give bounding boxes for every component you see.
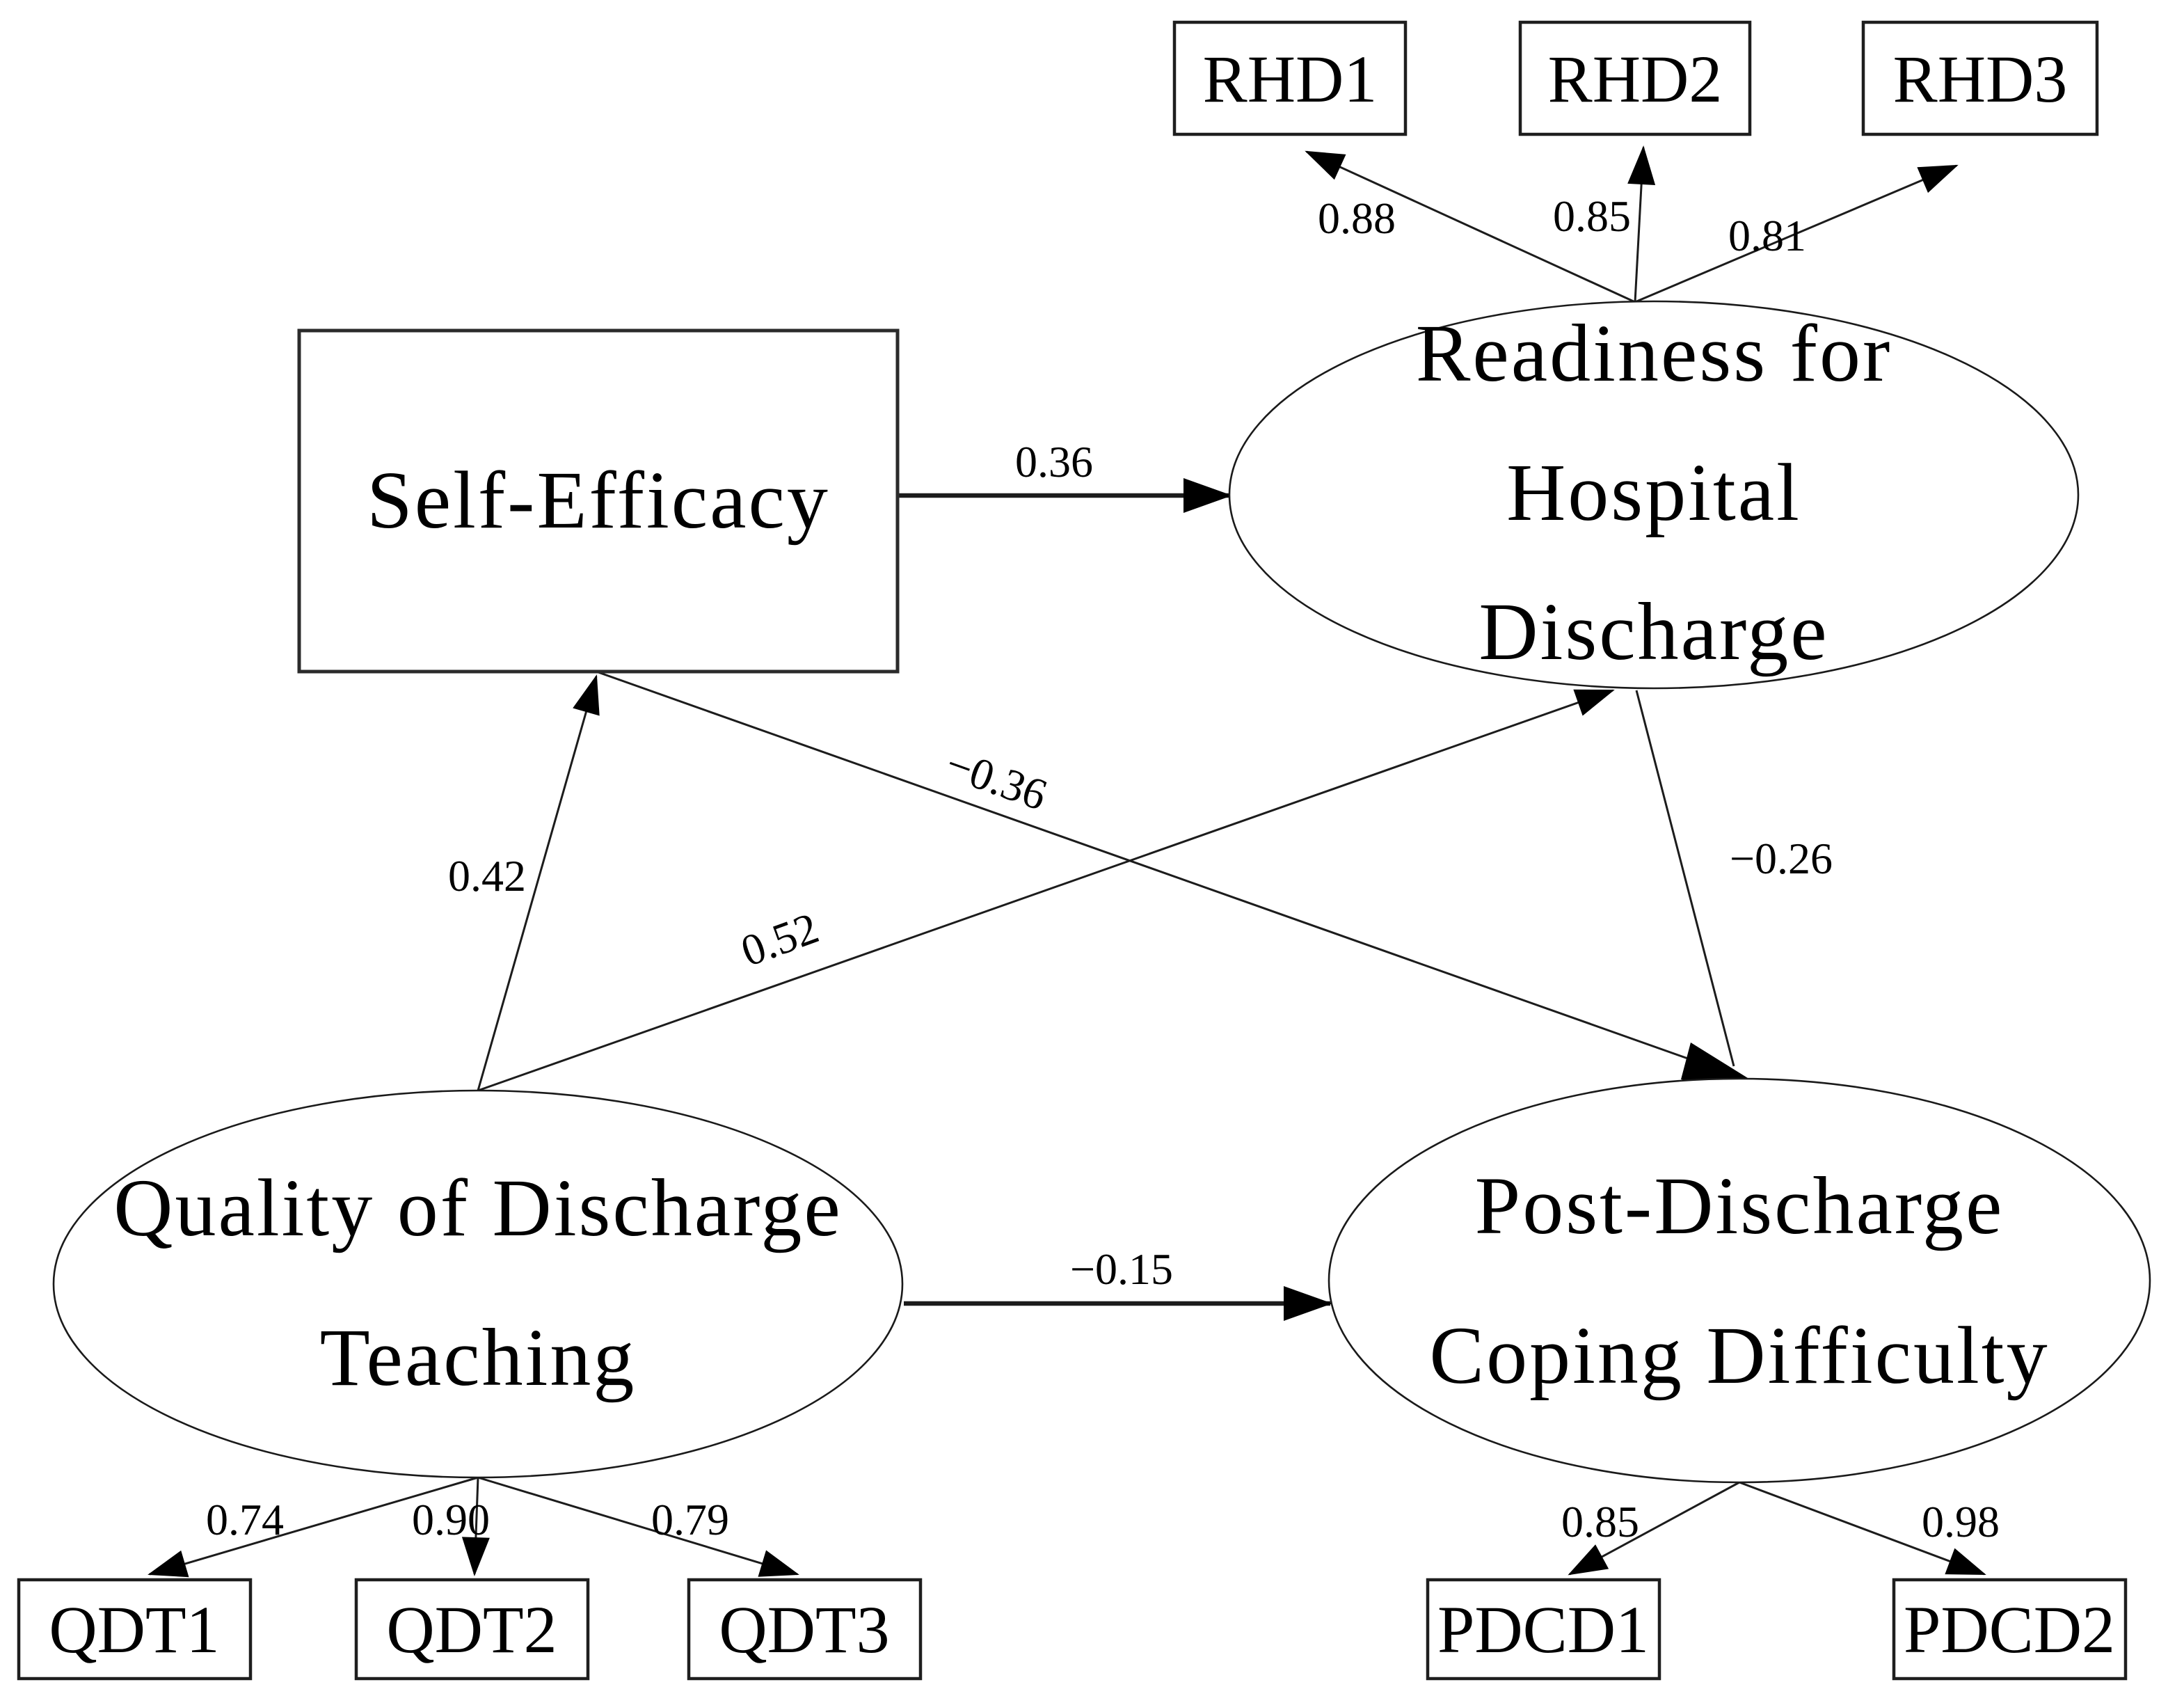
pdcd1-label: PDCD1 [1437, 1592, 1649, 1667]
loading-label-rhd3: 0.81 [1728, 211, 1806, 260]
self-efficacy-node: Self-Efficacy [297, 328, 900, 674]
rhd2-box [1518, 20, 1752, 136]
loading-line-rhd3 [1634, 164, 1959, 303]
qdt-label-line-2: Teaching [320, 1312, 637, 1403]
loading-label-rhd2: 0.85 [1553, 191, 1631, 241]
self-efficacy-box [297, 328, 900, 674]
qdt-node: Quality of Discharge Teaching [52, 1089, 904, 1479]
path-qdt-to-se-line [477, 674, 600, 1091]
qdt-ellipse [52, 1089, 904, 1479]
loading-label-pdcd1: 0.85 [1561, 1497, 1639, 1546]
pdcd-node: Post-Discharge Coping Difficulty [1328, 1077, 2151, 1484]
qdt-indicator-paths: 0.74 0.90 0.79 [148, 1476, 799, 1578]
qdt-label-line-1: Quality of Discharge [113, 1162, 842, 1253]
pdcd-label-line-2: Coping Difficulty [1429, 1310, 2049, 1401]
path-qdt-to-se-coefficient: 0.42 [448, 851, 526, 901]
pdcd-ellipse [1328, 1077, 2151, 1484]
path-se-to-pdcd-line [596, 670, 1698, 1063]
qdt3-label: QDT3 [719, 1592, 889, 1667]
loading-line-rhd2 [1627, 145, 1656, 303]
loading-label-qdt2: 0.90 [412, 1495, 490, 1544]
path-se-to-readiness-coefficient: 0.36 [1015, 437, 1093, 486]
loading-line-qdt3 [477, 1476, 799, 1577]
readiness-label-line-3: Discharge [1478, 586, 1828, 677]
path-readiness-to-pdcd-coefficient: −0.26 [1730, 834, 1833, 883]
loading-line-qdt2 [461, 1477, 490, 1576]
pdcd2-box [1892, 1578, 2128, 1681]
loading-label-rhd1: 0.88 [1318, 193, 1396, 243]
rhd1-label: RHD1 [1203, 42, 1378, 116]
pdcd-indicator-paths: 0.85 0.98 [1561, 1481, 2000, 1576]
qdt2-label: QDT2 [386, 1592, 557, 1667]
path-qdt-to-readiness-coefficient: 0.52 [735, 903, 825, 976]
readiness-ellipse [1228, 300, 2080, 690]
readiness-label-line-1: Readiness for [1416, 308, 1892, 399]
rhd2-label: RHD2 [1548, 42, 1723, 116]
qdt1-box [17, 1578, 253, 1681]
loading-label-qdt1: 0.74 [206, 1495, 284, 1544]
pdcd2-label: PDCD2 [1904, 1592, 2115, 1667]
loading-line-qdt1 [148, 1476, 479, 1578]
readiness-indicator-boxes: RHD1 RHD2 RHD3 [1172, 20, 2099, 136]
path-readiness-to-pdcd-line [1635, 690, 1735, 1067]
qdt-indicator-boxes: QDT1 QDT2 QDT3 [17, 1578, 923, 1681]
rhd3-box [1861, 20, 2099, 136]
qdt1-label: QDT1 [49, 1592, 219, 1667]
loading-label-pdcd2: 0.98 [1922, 1497, 2000, 1546]
rhd3-label: RHD3 [1893, 42, 2068, 116]
rhd1-box [1172, 20, 1408, 136]
path-qdt-to-readiness-line [477, 689, 1615, 1092]
pdcd-indicator-boxes: PDCD1 PDCD2 [1426, 1578, 2128, 1681]
pdcd1-box [1426, 1578, 1661, 1681]
path-se-to-pdcd-coefficient: −0.36 [940, 739, 1053, 820]
readiness-indicator-paths: 0.88 0.85 0.81 [1305, 145, 1959, 303]
loading-label-qdt3: 0.79 [651, 1495, 729, 1544]
readiness-label-line-2: Hospital [1506, 447, 1801, 538]
self-efficacy-label: Self-Efficacy [367, 454, 830, 546]
loading-line-pdcd2 [1739, 1481, 1986, 1576]
loading-line-rhd1 [1305, 150, 1636, 303]
pdcd-label-line-1: Post-Discharge [1475, 1160, 2004, 1251]
path-qdt-to-pdcd-coefficient: −0.15 [1070, 1244, 1173, 1294]
qdt2-box [354, 1578, 590, 1681]
qdt3-box [687, 1578, 923, 1681]
readiness-node: Readiness for Hospital Discharge [1228, 300, 2080, 690]
loading-line-pdcd1 [1568, 1481, 1740, 1576]
